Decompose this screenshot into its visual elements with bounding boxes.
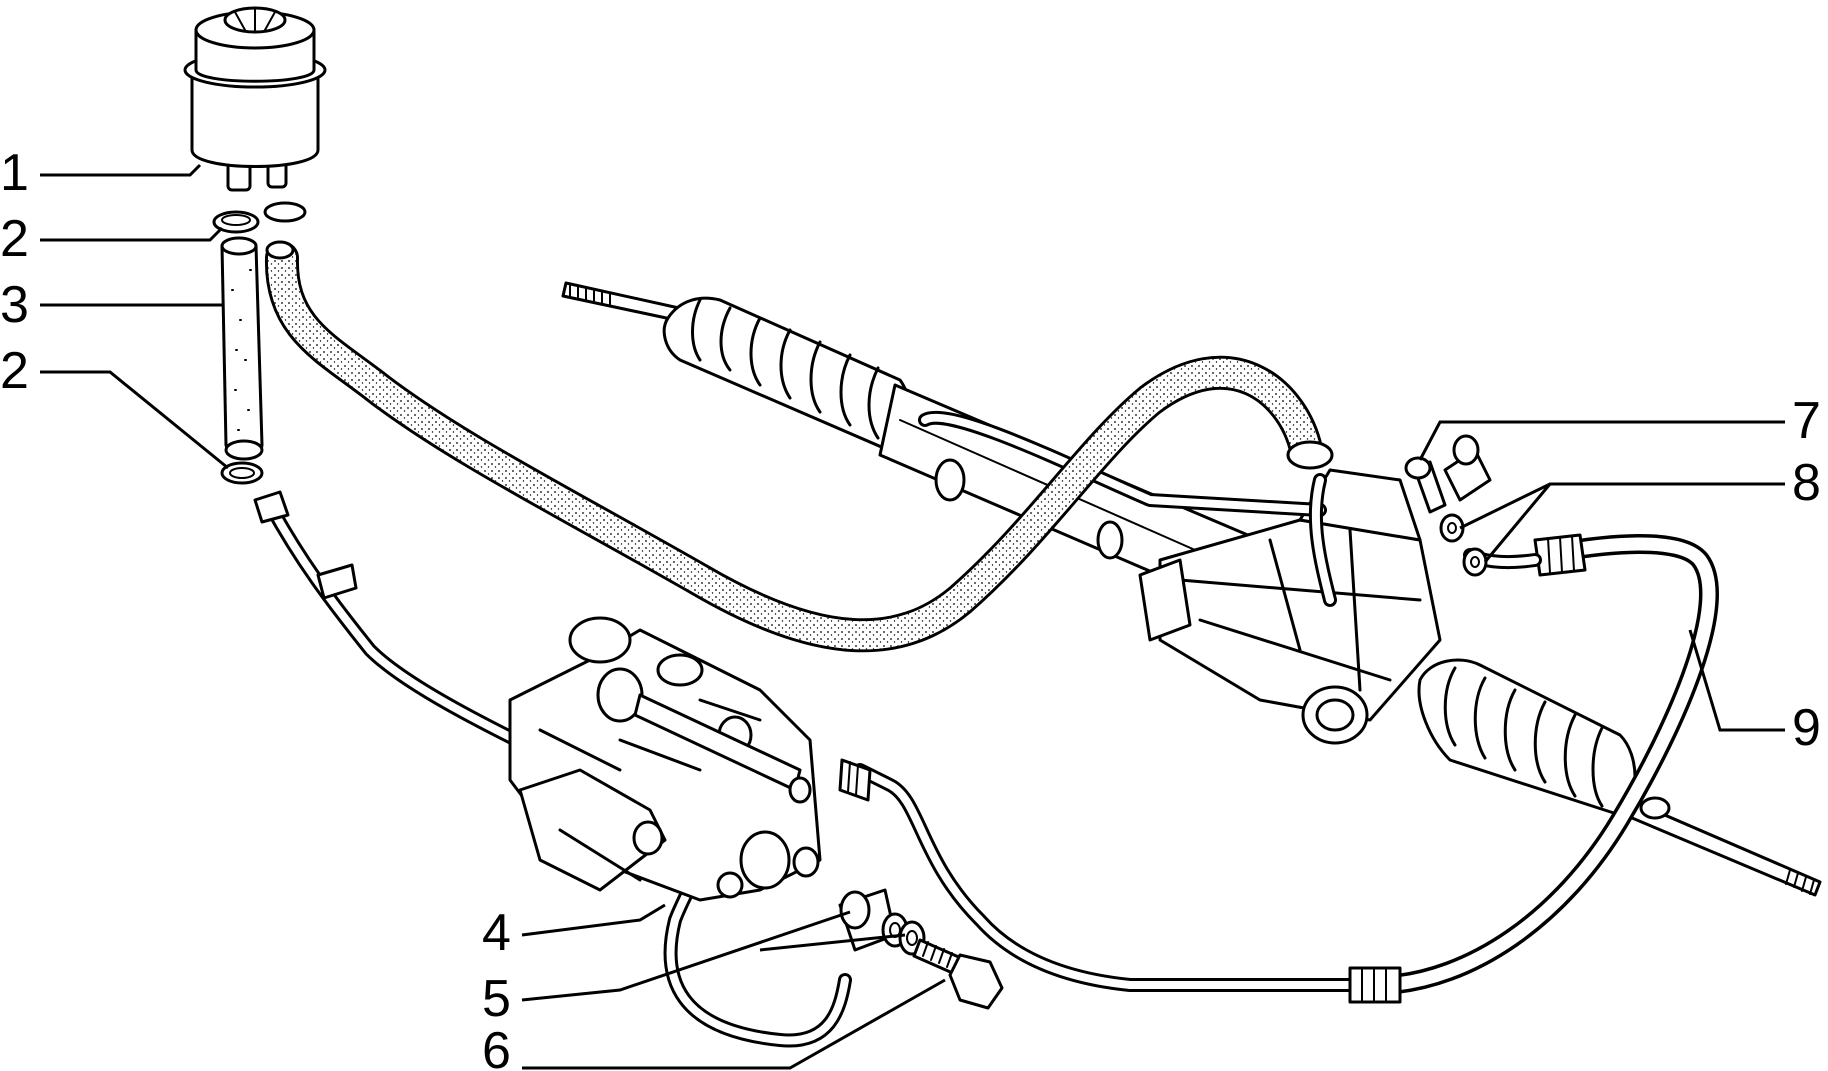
callout-7: 7: [1792, 392, 1821, 450]
rack-transfer-tubes: [918, 410, 1337, 607]
return-hose-clamp: [1286, 440, 1334, 470]
rack-valve-body: [1138, 468, 1442, 745]
steering-rack: [561, 281, 1822, 897]
callout-8: 8: [1792, 454, 1821, 512]
callout-6: 6: [482, 1022, 511, 1071]
suction-hose: [220, 236, 264, 461]
union-washers: [1439, 513, 1488, 577]
hose-clamp-upper: [212, 201, 307, 234]
steering-pump: [508, 616, 822, 902]
leader-lines: [40, 163, 1785, 1070]
right-bellows-boot: [1417, 658, 1637, 817]
right-tie-rod: [1623, 796, 1822, 897]
callout-1: 1: [0, 144, 29, 202]
callout-2-lower: 2: [0, 342, 29, 400]
banjo-bolt: [912, 938, 1004, 1010]
hose-clamp-lower: [220, 461, 264, 485]
callout-5: 5: [482, 970, 511, 1028]
callout-4: 4: [482, 904, 511, 962]
fluid-reservoir: [183, 6, 327, 192]
callout-3: 3: [0, 276, 29, 334]
left-bellows-boot: [662, 296, 913, 457]
callout-9: 9: [1792, 699, 1821, 757]
callout-labels: 1 2 3 2 4 5 6 7 8 9: [0, 144, 1821, 1071]
return-hose: [264, 240, 1334, 653]
high-pressure-hose: [838, 533, 1719, 1004]
callout-2-upper: 2: [0, 210, 29, 268]
union-bolt: [1404, 434, 1492, 514]
